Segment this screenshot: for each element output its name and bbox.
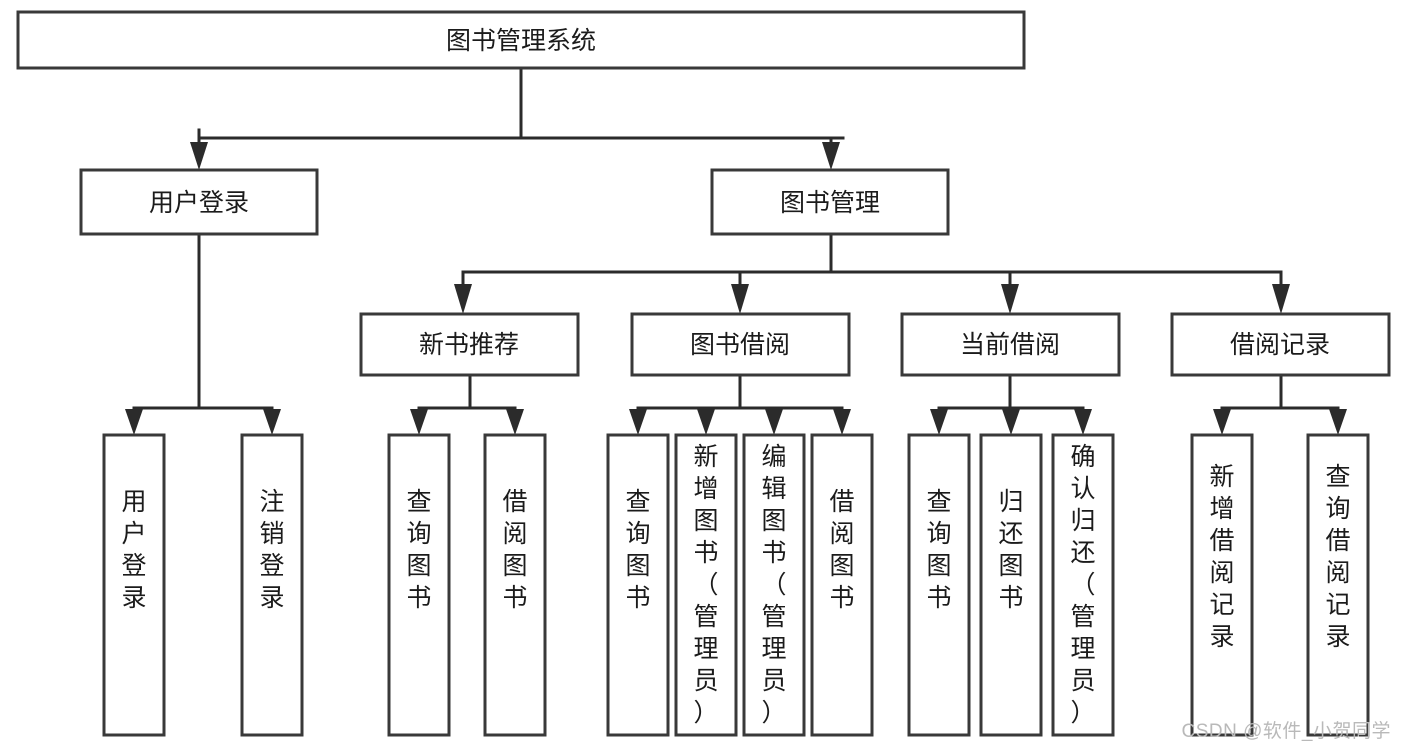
arrow-head-book-manage bbox=[822, 142, 840, 170]
leaf-box-user-login-signin bbox=[102, 433, 166, 737]
leaf-label-user-login-signout: 注销登录 bbox=[259, 488, 284, 612]
leaf-label-borrow-query: 查询图书 bbox=[625, 488, 650, 612]
node-box-book-borrowing bbox=[630, 312, 851, 377]
leaf-box-newbook-borrow bbox=[483, 433, 547, 737]
leaf-label-borrow-edit-admin: 编辑图书（管理员） bbox=[761, 443, 786, 727]
arrow-head-newbook-leaf-2 bbox=[506, 409, 524, 435]
node-current-borrowing[interactable]: 当前借阅 bbox=[900, 312, 1121, 377]
leaf-label-user-login-signin: 用户登录 bbox=[121, 488, 146, 612]
node-label-user-login: 用户登录 bbox=[149, 189, 249, 217]
node-box-user-login bbox=[79, 168, 319, 236]
leaf-box-borrow-edit-admin bbox=[742, 433, 806, 737]
leaf-user-login-signout[interactable]: 注销登录 bbox=[240, 433, 304, 737]
node-root-system[interactable]: 图书管理系统 bbox=[16, 10, 1026, 70]
node-book-borrowing[interactable]: 图书借阅 bbox=[630, 312, 851, 377]
node-label-book-management: 图书管理 bbox=[780, 189, 880, 217]
node-user-login[interactable]: 用户登录 bbox=[79, 168, 319, 236]
arrow-head-current-leaf-1 bbox=[930, 409, 948, 435]
node-box-root bbox=[16, 10, 1026, 70]
leaf-borrow-borrow-book[interactable]: 借阅图书 bbox=[810, 433, 874, 737]
leaf-current-return[interactable]: 归还图书 bbox=[979, 433, 1043, 737]
leaf-current-confirm-return-admin[interactable]: 确认归还（管理员） bbox=[1051, 433, 1115, 737]
leaf-record-add[interactable]: 新增借阅记录 bbox=[1190, 433, 1254, 737]
node-label-book-borrowing: 图书借阅 bbox=[690, 331, 790, 359]
arrow-head-current-borrow bbox=[1001, 284, 1019, 314]
leaf-label-record-add: 新增借阅记录 bbox=[1209, 463, 1234, 651]
leaf-label-current-query: 查询图书 bbox=[926, 488, 951, 612]
node-label-root: 图书管理系统 bbox=[446, 27, 596, 55]
leaf-user-login-signin[interactable]: 用户登录 bbox=[102, 433, 166, 737]
leaf-box-current-confirm-return-admin bbox=[1051, 433, 1115, 737]
node-box-borrowing-record bbox=[1170, 312, 1391, 377]
leaf-box-current-return bbox=[979, 433, 1043, 737]
node-label-current-borrowing: 当前借阅 bbox=[960, 331, 1060, 359]
arrow-head-borrow-record bbox=[1272, 284, 1290, 314]
leaf-label-current-return: 归还图书 bbox=[998, 488, 1023, 612]
node-book-management[interactable]: 图书管理 bbox=[710, 168, 950, 236]
leaf-label-borrow-borrow-book: 借阅图书 bbox=[829, 488, 854, 612]
node-new-book-recommendation[interactable]: 新书推荐 bbox=[359, 312, 580, 377]
arrow-head-user-login bbox=[190, 142, 208, 170]
leaf-box-newbook-query bbox=[387, 433, 451, 737]
leaf-label-record-query: 查询借阅记录 bbox=[1325, 463, 1350, 651]
leaf-box-borrow-add-admin bbox=[674, 433, 738, 737]
leaf-borrow-add-admin[interactable]: 新增图书（管理员） bbox=[674, 433, 738, 737]
arrow-head-current-leaf-3 bbox=[1074, 409, 1092, 435]
node-label-new-book-recommendation: 新书推荐 bbox=[419, 331, 519, 359]
arrow-head-record-leaf-1 bbox=[1213, 409, 1231, 435]
arrow-head-book-borrow bbox=[731, 284, 749, 314]
csdn-watermark: CSDN @软件_小贺同学 bbox=[1181, 721, 1391, 742]
node-box-new-book-recommendation bbox=[359, 312, 580, 377]
leaf-box-user-login-signout bbox=[240, 433, 304, 737]
arrow-head-new-book-rec bbox=[454, 284, 472, 314]
leaf-box-record-add bbox=[1190, 433, 1254, 737]
node-box-book-management bbox=[710, 168, 950, 236]
arrow-head-borrow-leaf-4 bbox=[833, 409, 851, 435]
leaf-label-borrow-add-admin: 新增图书（管理员） bbox=[693, 443, 718, 727]
arrow-head-current-leaf-2 bbox=[1002, 409, 1020, 435]
leaf-box-borrow-query bbox=[606, 433, 670, 737]
leaf-box-current-query bbox=[907, 433, 971, 737]
leaf-borrow-query[interactable]: 查询图书 bbox=[606, 433, 670, 737]
arrow-head-record-leaf-2 bbox=[1329, 409, 1347, 435]
node-borrowing-record[interactable]: 借阅记录 bbox=[1170, 312, 1391, 377]
arrow-head-user-login-leaf bbox=[125, 409, 143, 435]
leaf-box-borrow-borrow-book bbox=[810, 433, 874, 737]
leaf-box-record-query bbox=[1306, 433, 1370, 737]
leaf-borrow-edit-admin[interactable]: 编辑图书（管理员） bbox=[742, 433, 806, 737]
arrow-head-newbook-leaf-1 bbox=[410, 409, 428, 435]
leaf-newbook-query[interactable]: 查询图书 bbox=[387, 433, 451, 737]
leaf-record-query[interactable]: 查询借阅记录 bbox=[1306, 433, 1370, 737]
node-box-current-borrowing bbox=[900, 312, 1121, 377]
connector-layer bbox=[125, 66, 1347, 435]
arrow-head-borrow-leaf-1 bbox=[629, 409, 647, 435]
arrow-head-logout-leaf bbox=[263, 409, 281, 435]
leaf-label-current-confirm-return-admin: 确认归还（管理员） bbox=[1070, 443, 1095, 727]
leaf-current-query[interactable]: 查询图书 bbox=[907, 433, 971, 737]
leaf-label-newbook-query: 查询图书 bbox=[406, 488, 431, 612]
arrow-head-borrow-leaf-3 bbox=[765, 409, 783, 435]
node-label-borrowing-record: 借阅记录 bbox=[1230, 331, 1330, 359]
arrow-head-borrow-leaf-2 bbox=[697, 409, 715, 435]
leaf-newbook-borrow[interactable]: 借阅图书 bbox=[483, 433, 547, 737]
leaf-label-newbook-borrow: 借阅图书 bbox=[502, 488, 527, 612]
